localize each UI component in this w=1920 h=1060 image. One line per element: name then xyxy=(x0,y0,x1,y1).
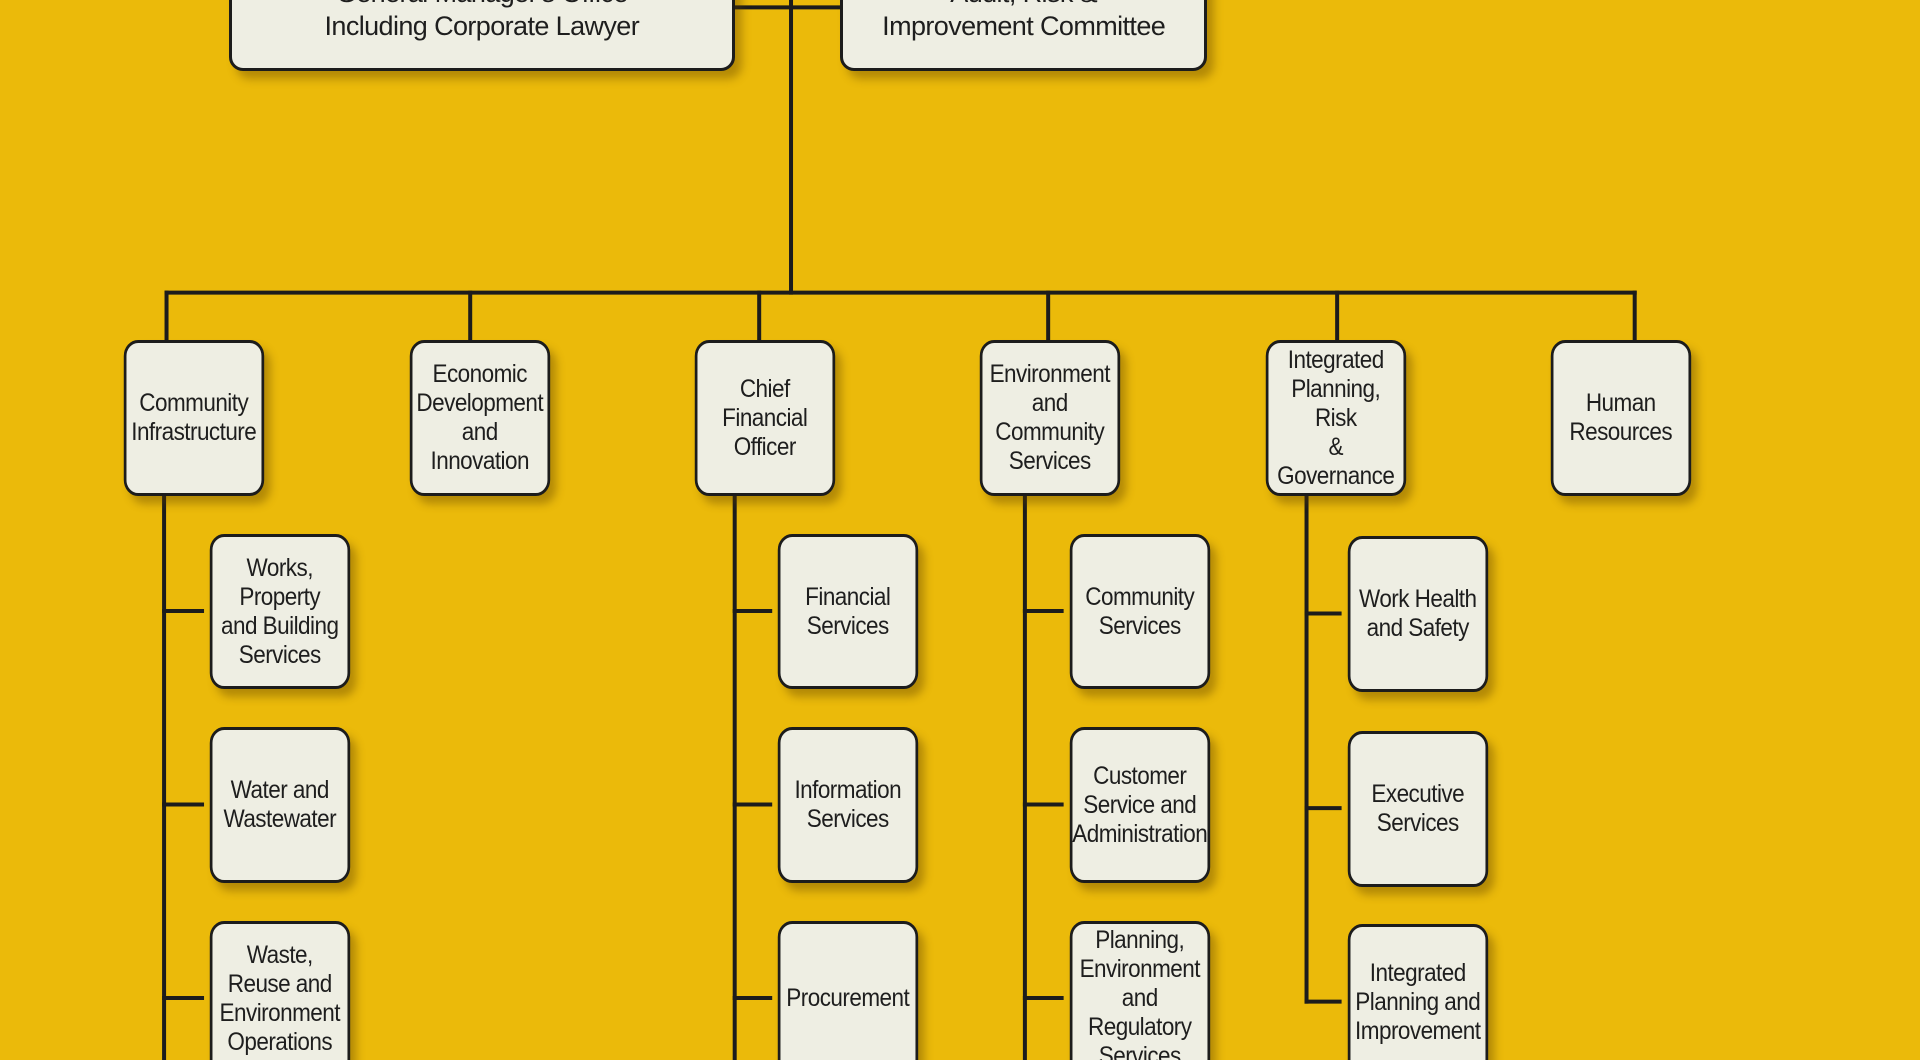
integrated-planning-child-1-box: Executive Services xyxy=(1347,731,1488,887)
environment-community-child-2-box-label: Planning, Environment and Regulatory Ser… xyxy=(1079,926,1200,1060)
community-infrastructure-child-2-box-label: Waste, Reuse and Environment Operations xyxy=(219,940,341,1056)
community-infrastructure-child-1-box-label: Water and Wastewater xyxy=(223,776,337,834)
gm-office-box-label: General Manager's Office Including Corpo… xyxy=(324,0,640,41)
chief-financial-officer-child-1-box: Information Services xyxy=(777,727,918,883)
environment-community-child-2-box: Planning, Environment and Regulatory Ser… xyxy=(1069,920,1210,1060)
chief-financial-officer-box-label: Chief Financial Officer xyxy=(722,374,808,461)
audit-committee-box: Audit, Risk & Improvement Committee xyxy=(840,0,1208,72)
economic-development-box: Economic Development and Innovation xyxy=(409,340,550,496)
chief-financial-officer-child-2-box: Procurement xyxy=(777,920,918,1060)
environment-community-child-1-box: Customer Service and Administration xyxy=(1069,727,1210,883)
economic-development-box-label: Economic Development and Innovation xyxy=(416,360,543,476)
integrated-planning-child-2-box: Integrated Planning and Improvement xyxy=(1347,924,1488,1060)
human-resources-box: Human Resources xyxy=(1550,340,1691,496)
community-infrastructure-child-0-box: Works, Property and Building Services xyxy=(209,533,350,690)
audit-committee-box-label: Audit, Risk & Improvement Committee xyxy=(882,0,1166,41)
integrated-planning-box: Integrated Planning, Risk & Governance xyxy=(1265,340,1406,496)
environment-community-box-label: Environment and Community Services xyxy=(989,360,1111,476)
integrated-planning-child-0-box: Work Health and Safety xyxy=(1347,536,1488,692)
environment-community-child-0-box: Community Services xyxy=(1069,533,1210,690)
environment-community-child-0-box-label: Community Services xyxy=(1084,582,1194,640)
community-infrastructure-child-1-box: Water and Wastewater xyxy=(209,727,350,883)
community-infrastructure-child-2-box: Waste, Reuse and Environment Operations xyxy=(209,920,350,1060)
integrated-planning-child-2-box-label: Integrated Planning and Improvement xyxy=(1354,958,1481,1045)
human-resources-box-label: Human Resources xyxy=(1569,389,1672,447)
community-infrastructure-child-0-box-label: Works, Property and Building Services xyxy=(221,553,339,669)
environment-community-box: Environment and Community Services xyxy=(980,340,1120,496)
gm-office-box: General Manager's Office Including Corpo… xyxy=(228,0,735,72)
chief-financial-officer-box: Chief Financial Officer xyxy=(694,340,835,496)
integrated-planning-box-label: Integrated Planning, Risk & Governance xyxy=(1276,345,1395,490)
chief-financial-officer-child-0-box: Financial Services xyxy=(777,533,918,690)
chief-financial-officer-child-1-box-label: Information Services xyxy=(794,776,902,834)
community-infrastructure-box-label: Community Infrastructure xyxy=(131,389,258,447)
chief-financial-officer-child-0-box-label: Financial Services xyxy=(805,582,891,640)
integrated-planning-child-0-box-label: Work Health and Safety xyxy=(1358,585,1477,643)
integrated-planning-child-1-box-label: Executive Services xyxy=(1370,779,1464,837)
chief-financial-officer-child-2-box-label: Procurement xyxy=(786,984,910,1013)
environment-community-child-1-box-label: Customer Service and Administration xyxy=(1071,761,1208,848)
community-infrastructure-box: Community Infrastructure xyxy=(124,340,265,496)
